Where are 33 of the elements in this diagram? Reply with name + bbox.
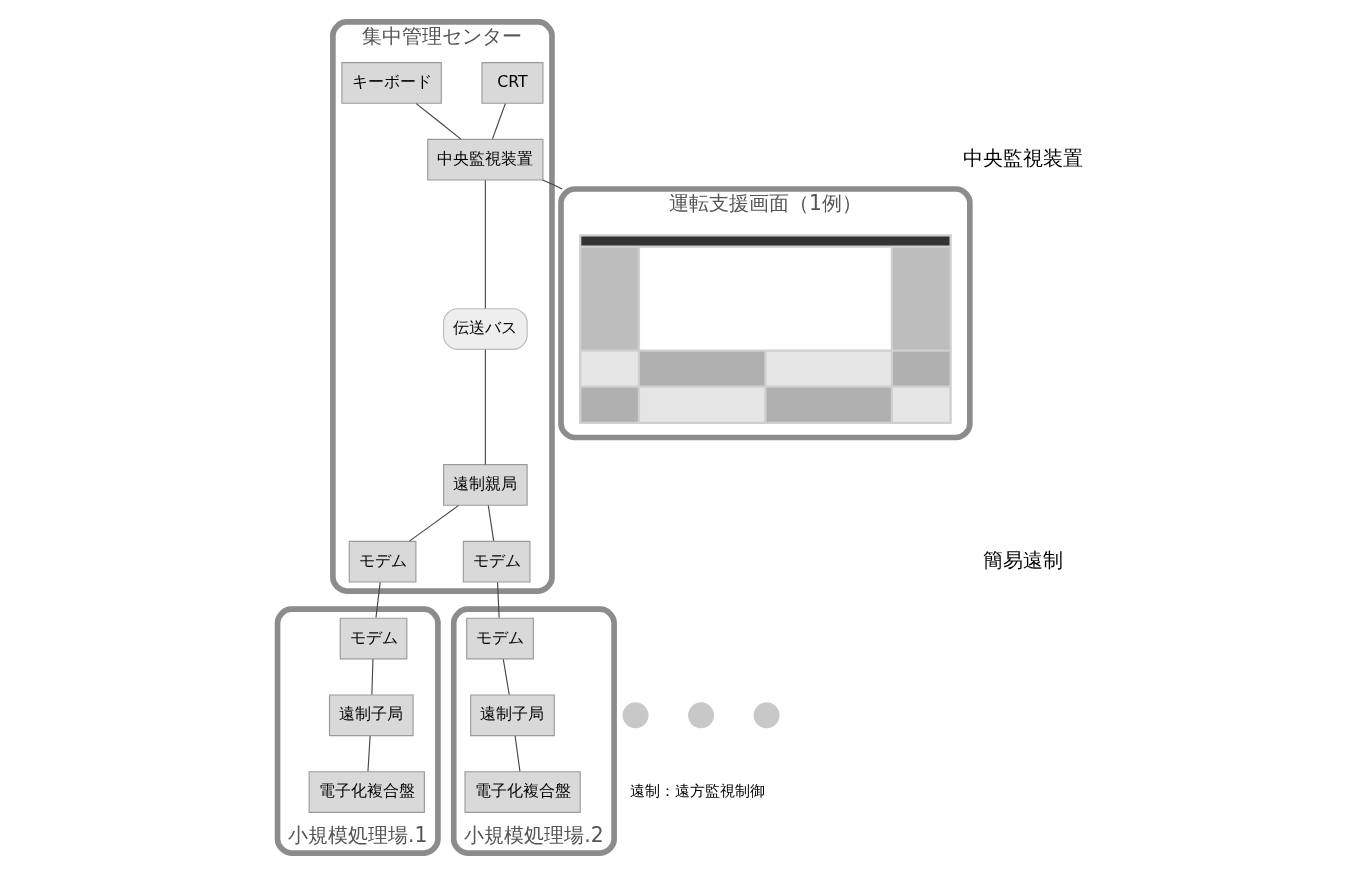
connector bbox=[514, 735, 520, 772]
node-circle bbox=[687, 702, 714, 729]
node-box: 遠制子局 bbox=[328, 694, 414, 737]
node-box: キーボード bbox=[340, 62, 442, 104]
node-circle bbox=[753, 702, 780, 729]
connector bbox=[491, 103, 506, 140]
node-box: 伝送バス bbox=[442, 308, 528, 350]
node-box: CRT bbox=[480, 62, 543, 104]
node-box: モデム bbox=[462, 540, 530, 583]
label: 遠制：遠方監視制御 bbox=[629, 781, 765, 799]
node-circle bbox=[622, 702, 649, 729]
connector bbox=[484, 349, 486, 466]
connector bbox=[541, 179, 563, 190]
connector bbox=[496, 581, 500, 619]
connector bbox=[374, 581, 381, 619]
label: 簡易遠制 bbox=[982, 547, 1063, 572]
node-box: 電子化複合盤 bbox=[308, 771, 425, 813]
cluster: 運転支援画面（1例） bbox=[557, 186, 973, 441]
node-box: モデム bbox=[339, 617, 407, 660]
node-box: モデム bbox=[465, 617, 534, 660]
connector bbox=[487, 505, 494, 542]
connector bbox=[366, 735, 371, 772]
connector bbox=[370, 658, 373, 696]
node-box: 中央監視装置 bbox=[426, 138, 543, 181]
node-box: 遠制子局 bbox=[469, 694, 555, 737]
connector bbox=[484, 179, 486, 310]
node-box: 電子化複合盤 bbox=[463, 771, 581, 813]
connector bbox=[502, 658, 510, 696]
connector bbox=[415, 103, 461, 140]
node-box: 遠制親局 bbox=[442, 464, 528, 506]
node-box: モデム bbox=[348, 540, 416, 583]
label: 中央監視装置 bbox=[962, 145, 1083, 170]
connector bbox=[408, 505, 459, 542]
